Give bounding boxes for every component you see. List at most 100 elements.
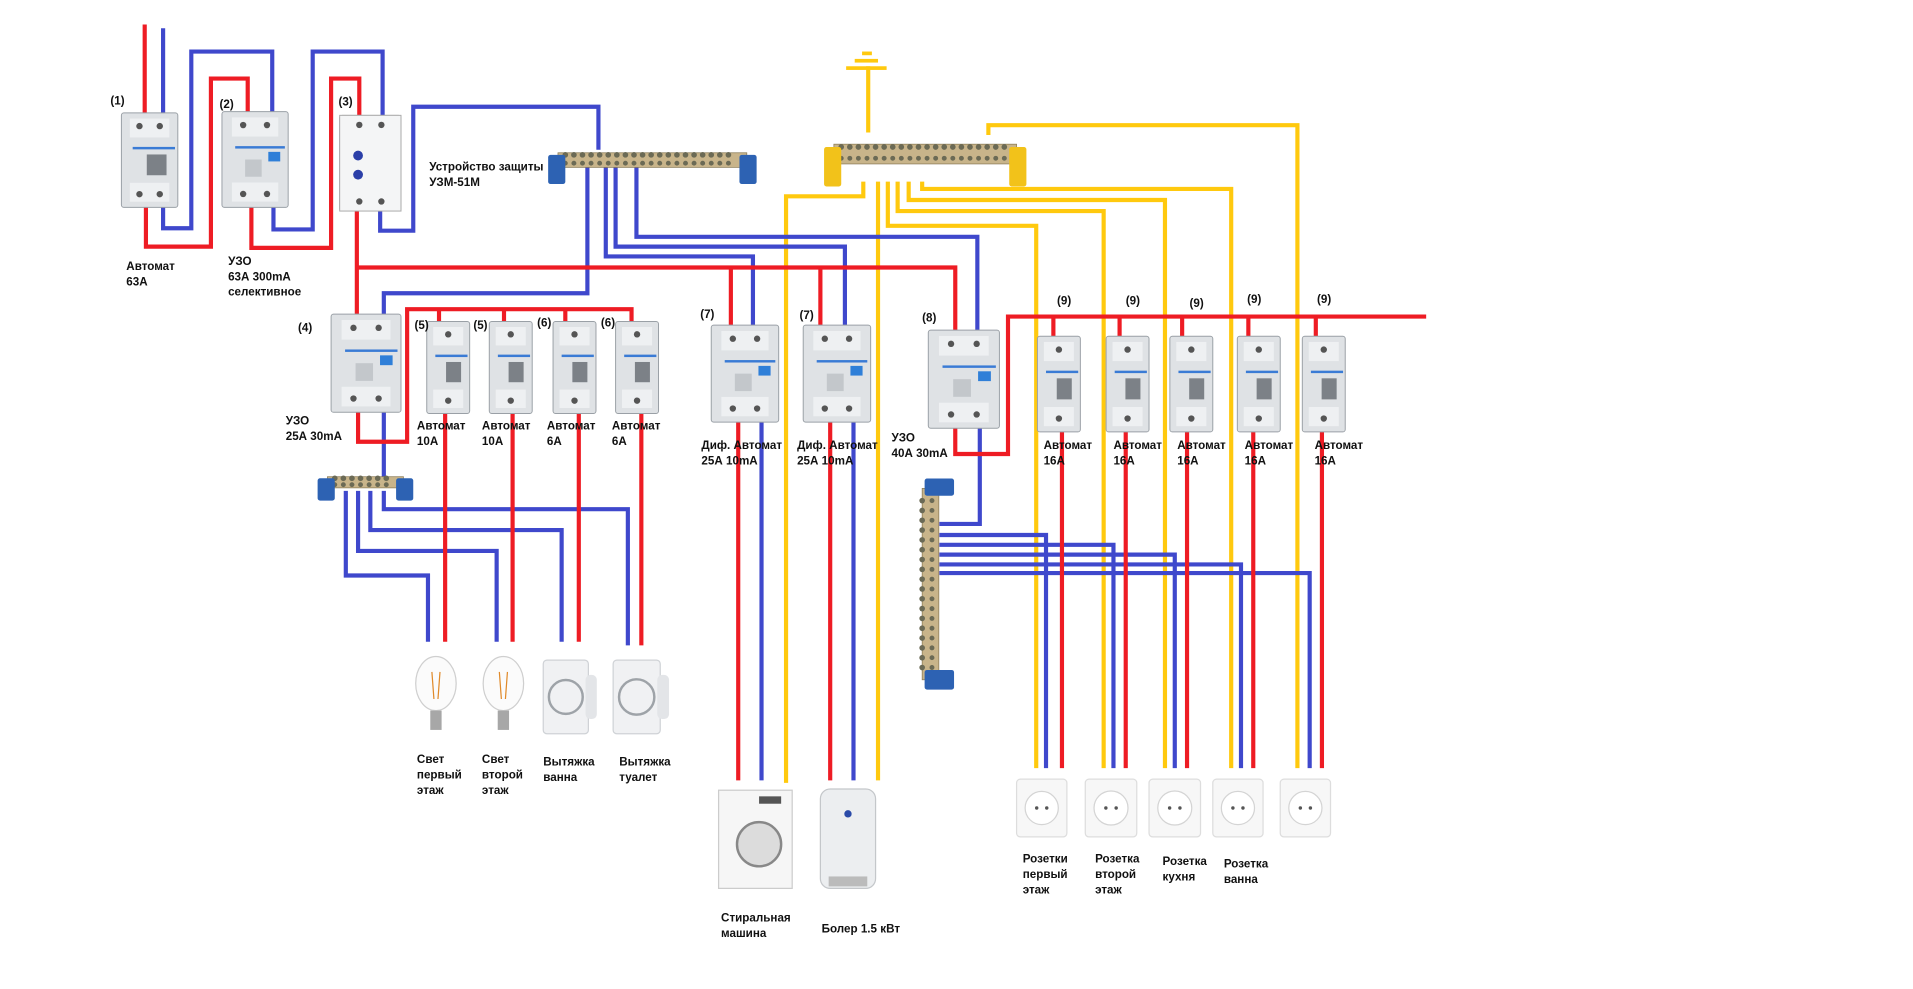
washing-machine-icon (717, 789, 793, 889)
device-label: 25А 30mA (286, 430, 343, 443)
rcd-2 (221, 111, 289, 208)
device-number: (4) (298, 321, 312, 334)
rcd-8 (927, 329, 1000, 429)
phase-wire (355, 307, 634, 444)
device-number: (9) (1126, 294, 1140, 307)
neutral-wire (355, 490, 499, 642)
device-number: (2) (220, 98, 234, 111)
ground-wire (895, 181, 1106, 769)
power-socket-icon (1212, 778, 1264, 838)
power-socket-icon (1148, 778, 1202, 838)
device-label: 40А 30mA (892, 447, 949, 460)
breaker-9c (1169, 335, 1214, 433)
device-label: 6А (547, 435, 562, 448)
ground-wire (986, 123, 1300, 769)
neutral-wire (271, 49, 385, 232)
device-number: (1) (110, 94, 124, 107)
load-label: Розетка (1224, 858, 1269, 871)
neutral-wire (613, 161, 847, 327)
device-number: (7) (800, 309, 814, 322)
phase-wire (953, 314, 1427, 457)
neutral-wire (634, 161, 980, 332)
load-label: второй (482, 769, 523, 782)
hardware (120, 51, 1346, 889)
labels: (1) Автомат 63А (2) УЗО 63А 300mA селективное (… (110, 94, 1363, 940)
breaker-9b (1105, 335, 1150, 433)
device-number: (8) (922, 311, 936, 324)
load-label: кухня (1163, 870, 1196, 883)
device-number: (9) (1247, 293, 1261, 306)
device-number: (3) (338, 96, 352, 109)
load-label: второй (1095, 868, 1136, 881)
breaker-9e (1301, 335, 1346, 433)
device-label: 63А (126, 275, 148, 288)
load-label: Свет (482, 753, 510, 766)
device-label: Автомат (126, 260, 175, 273)
voltage-relay-3 (339, 114, 402, 212)
ground-wires (783, 66, 1300, 783)
device-label: 16А (1177, 454, 1199, 467)
device-number: (6) (537, 316, 551, 329)
ground-wire (920, 181, 1234, 769)
neutral-wire (343, 490, 431, 642)
device-label: УЗО (892, 432, 915, 445)
device-label: Автомат (1044, 439, 1093, 452)
power-socket-icon (1015, 778, 1068, 838)
rcd-4 (330, 313, 402, 413)
device-label: 63А 300mA (228, 270, 291, 283)
neutral-wire (939, 542, 1116, 769)
load-label: Розетка (1095, 853, 1140, 866)
neutral-wire (381, 490, 630, 646)
ground-wire (906, 181, 1168, 769)
device-number: (9) (1189, 297, 1203, 310)
device-label: Автомат (1113, 439, 1162, 452)
device-label: Диф. Автомат (797, 439, 878, 452)
device-number: (5) (414, 319, 428, 332)
load-label: Вытяжка (543, 756, 595, 769)
breaker-6b (615, 320, 660, 415)
breaker-1 (120, 112, 179, 208)
load-label: первый (417, 769, 462, 782)
neutral-bus-sockets (919, 478, 955, 690)
load-label: туалет (619, 771, 657, 784)
phase-wire (143, 76, 250, 249)
load-label: этаж (417, 784, 444, 797)
load-label: этаж (1023, 883, 1050, 896)
light-bulb-icon (482, 655, 525, 730)
device-label: 10А (417, 435, 439, 448)
device-label: 16А (1113, 454, 1135, 467)
device-label: 10А (482, 435, 504, 448)
neutral-wire (161, 49, 275, 231)
device-label: Автомат (612, 419, 661, 432)
neutral-wire (381, 161, 590, 317)
device-label: селективное (228, 286, 302, 299)
neutral-bus-main (548, 152, 757, 185)
breaker-9a (1036, 335, 1081, 433)
device-number: (9) (1057, 294, 1071, 307)
neutral-wires (161, 28, 1312, 781)
device-label: Устройство защиты (429, 161, 543, 174)
device-label: УЗО (228, 255, 251, 268)
device-label: Автомат (482, 419, 531, 432)
device-label: 6А (612, 435, 627, 448)
load-label: Свет (417, 753, 445, 766)
device-label: Автомат (417, 419, 466, 432)
light-bulb-icon (415, 655, 457, 730)
power-socket-icon (1279, 778, 1332, 838)
neutral-wire (378, 104, 601, 233)
device-number: (9) (1317, 293, 1331, 306)
device-label: Диф. Автомат (701, 439, 782, 452)
device-number: (6) (601, 316, 615, 329)
ground-bus (824, 143, 1027, 187)
phase-wire (249, 76, 362, 250)
load-label: машина (721, 927, 767, 940)
device-number: (7) (700, 308, 714, 321)
load-label: Розетки (1023, 853, 1068, 866)
load-label: первый (1023, 868, 1068, 881)
device-label: Автомат (1245, 439, 1294, 452)
breaker-5a (426, 320, 471, 415)
load-label: этаж (1095, 883, 1122, 896)
device-label: 16А (1245, 454, 1267, 467)
device-label: 16А (1315, 454, 1337, 467)
